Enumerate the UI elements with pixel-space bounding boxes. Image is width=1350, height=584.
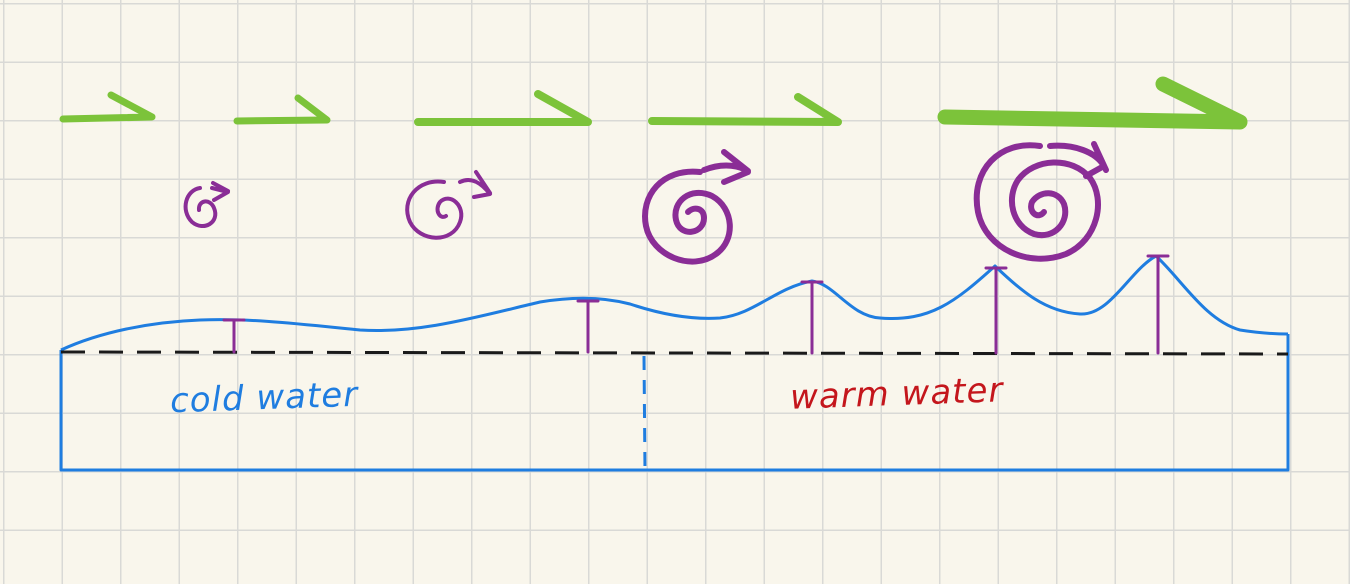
wind-arrow-1 <box>59 91 156 123</box>
vortex-2-icon <box>405 170 492 240</box>
wave-height-markers <box>222 254 1170 355</box>
basin <box>59 334 1290 472</box>
cold-water-label: cold water <box>169 374 359 422</box>
wave-height-marker-2 <box>576 299 600 354</box>
mean-level-dashed-line <box>60 350 1289 356</box>
vortex-1-icon <box>183 181 230 228</box>
wind-arrow-2 <box>233 94 331 125</box>
wind-arrow-5 <box>937 76 1248 130</box>
vortices <box>183 141 1109 265</box>
warm-water-label: warm water <box>789 370 1005 418</box>
vortex-4-icon <box>973 141 1109 262</box>
wave-height-marker-4 <box>984 266 1008 355</box>
wind-arrows <box>59 76 1248 130</box>
wave-height-marker-5 <box>1146 254 1170 355</box>
wave-height-marker-3 <box>800 280 824 355</box>
vortex-3-icon <box>642 149 751 265</box>
water-surface <box>60 254 1289 352</box>
basin-outline <box>59 334 1290 472</box>
wind-arrow-3 <box>414 90 592 126</box>
wind-arrow-4 <box>648 93 842 126</box>
wave-height-marker-1 <box>222 318 246 354</box>
water-divider-dashed-line <box>642 355 647 473</box>
